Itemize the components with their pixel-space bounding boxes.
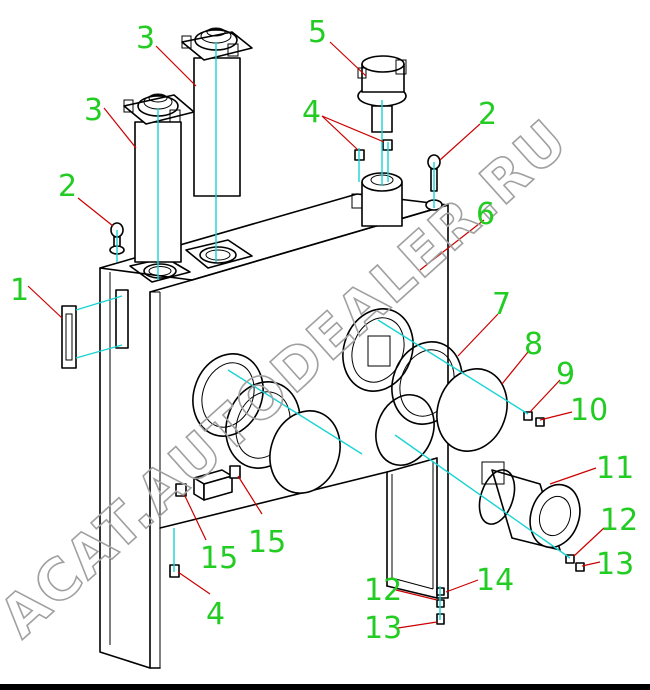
callout-4-top: 4 xyxy=(302,95,321,130)
callout-10: 10 xyxy=(570,393,608,428)
callout-11: 11 xyxy=(596,451,634,486)
hardware-9-10 xyxy=(523,411,545,427)
callout-5: 5 xyxy=(308,15,327,50)
callout-7: 7 xyxy=(492,287,511,322)
pump-motor-11 xyxy=(478,461,581,551)
right-lower-port xyxy=(375,394,435,466)
callout-2-right: 2 xyxy=(478,97,497,132)
callout-15-right: 15 xyxy=(248,525,286,560)
hardware-12-13 xyxy=(565,554,585,572)
callout-3-right: 3 xyxy=(136,21,155,56)
callout-numbers: 1 2 2 3 3 4 4 5 6 7 8 9 10 11 12 13 14 1… xyxy=(10,15,638,646)
bottom-border xyxy=(0,684,650,690)
cover-plate-8 xyxy=(436,368,508,452)
tank-body xyxy=(99,193,449,669)
callout-4-bottom: 4 xyxy=(206,597,225,632)
return-filter-left xyxy=(123,93,195,263)
filler-neck xyxy=(351,172,403,227)
callout-6: 6 xyxy=(476,197,495,232)
callout-2-left: 2 xyxy=(58,169,77,204)
callout-3-left: 3 xyxy=(84,93,103,128)
filter-base-right xyxy=(185,239,253,269)
callout-12-right: 12 xyxy=(600,503,638,538)
callout-1: 1 xyxy=(10,273,29,308)
leader-lines xyxy=(27,41,605,629)
callout-15-left: 15 xyxy=(200,541,238,576)
left-port-flange xyxy=(192,353,341,494)
valve-block-15 xyxy=(193,469,233,501)
callout-14: 14 xyxy=(476,563,514,598)
callout-13-right: 13 xyxy=(596,547,634,582)
callout-13-bottom: 13 xyxy=(364,611,402,646)
fittings-15 xyxy=(175,465,241,497)
level-gauge xyxy=(61,289,129,369)
callout-8: 8 xyxy=(524,327,543,362)
callout-9: 9 xyxy=(556,357,575,392)
callout-12-bottom: 12 xyxy=(364,573,402,608)
assembly-centerlines xyxy=(75,42,571,620)
